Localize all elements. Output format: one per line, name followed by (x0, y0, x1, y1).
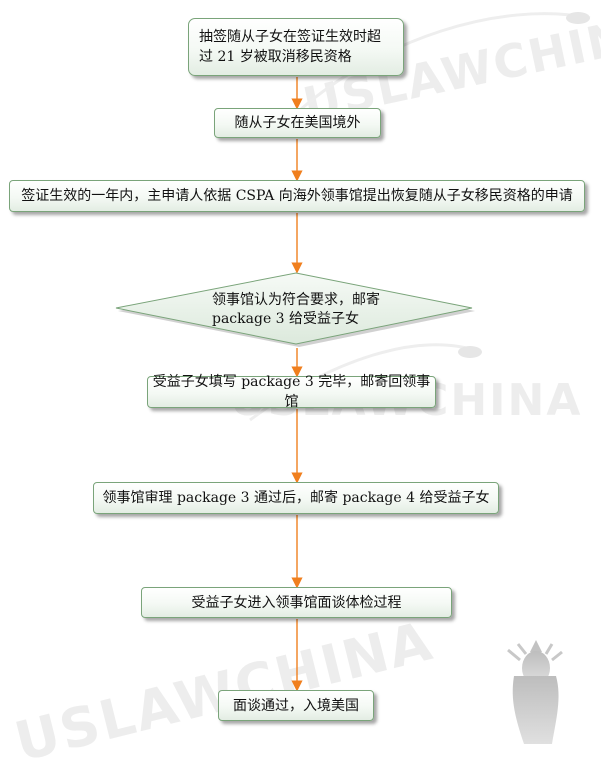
flow-step-child-abroad: 随从子女在美国境外 (214, 108, 381, 138)
flow-step-enter-us-label: 面谈通过，入境美国 (233, 696, 359, 716)
flow-step-enter-us: 面谈通过，入境美国 (218, 690, 374, 721)
flow-step-return-package3-label: 受益子女填写 package 3 完毕，邮寄回领事馆 (148, 372, 435, 412)
flow-step-interview-medical: 受益子女进入领事馆面谈体检过程 (141, 587, 452, 618)
flow-decision-line2: package 3 给受益子女 (212, 311, 359, 327)
flow-step-cspa-application-label: 签证生效的一年内，主申请人依据 CSPA 向海外领事馆提出恢复随从子女移民资格的… (21, 186, 572, 206)
flow-step-send-package4: 领事馆审理 package 3 通过后，邮寄 package 4 给受益子女 (93, 482, 499, 514)
flow-step-age-out-line1: 抽签随从子女在签证生效时超 (199, 29, 381, 45)
flow-step-cspa-application: 签证生效的一年内，主申请人依据 CSPA 向海外领事馆提出恢复随从子女移民资格的… (9, 180, 585, 212)
flow-step-send-package4-label: 领事馆审理 package 3 通过后，邮寄 package 4 给受益子女 (103, 488, 490, 508)
flow-step-interview-medical-label: 受益子女进入领事馆面谈体检过程 (192, 593, 402, 613)
flow-decision-line1: 领事馆认为符合要求，邮寄 (212, 292, 380, 308)
flow-decision-consulate: 领事馆认为符合要求，邮寄 package 3 给受益子女 (115, 272, 477, 348)
flow-step-child-abroad-label: 随从子女在美国境外 (235, 113, 361, 133)
flow-step-age-out: 抽签随从子女在签证生效时超 过 21 岁被取消移民资格 (188, 18, 404, 76)
flow-step-age-out-line2: 过 21 岁被取消移民资格 (199, 49, 352, 65)
flow-step-return-package3: 受益子女填写 package 3 完毕，邮寄回领事馆 (147, 376, 436, 408)
